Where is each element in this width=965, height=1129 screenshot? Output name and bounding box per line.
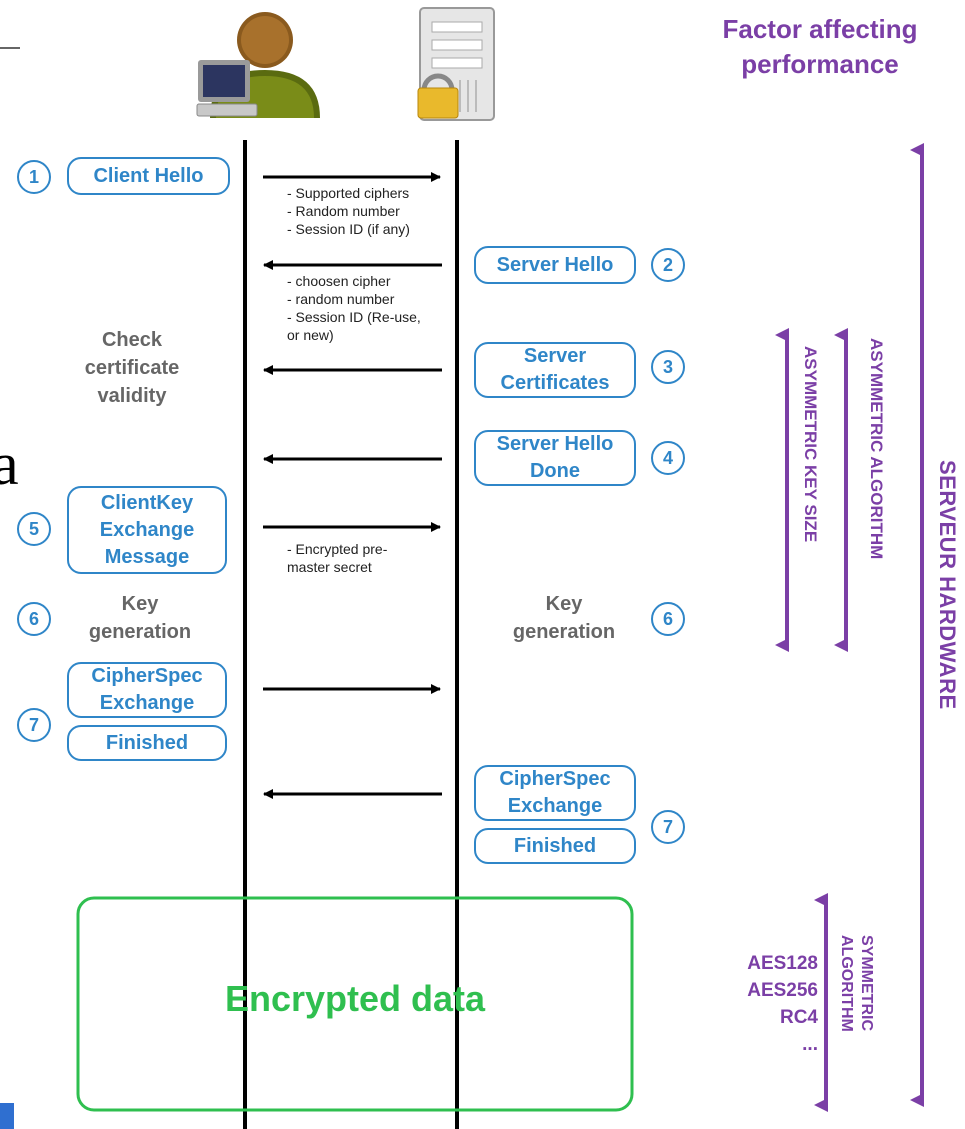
factor-title: Factor affecting performance — [722, 14, 918, 79]
sym-algorithm-label: SYMMETRIC ALGORITHM — [838, 935, 875, 1032]
step-6-server-badge: 6 — [651, 602, 685, 636]
step-2-badge: 2 — [651, 248, 685, 282]
step-6-client-badge: 6 — [17, 602, 51, 636]
client-key-generation-text: Key generation — [88, 593, 192, 643]
client-key-exchange-label: ClientKey Exchange Message — [67, 486, 227, 574]
check-certificate-text: Check certificate validity — [84, 329, 180, 407]
server-certificates-label: Server Certificates — [474, 342, 636, 398]
server-hello-done-label: Server Hello Done — [474, 430, 636, 486]
server-key-generation-text: Key generation — [512, 593, 616, 643]
server-finished-label: Finished — [474, 828, 636, 864]
encrypted-data-label: Encrypted data — [224, 978, 486, 1019]
asym-algorithm-label: ASYMMETRIC ALGORITHM — [867, 338, 886, 560]
cropped-letter: a — [0, 431, 19, 497]
server-icon — [417, 7, 495, 121]
client-hello-notes: - Supported ciphers - Random number - Se… — [287, 185, 410, 237]
sym-algorithm-list: AES128 AES256 RC4 ... — [747, 953, 818, 1055]
client-cipherspec-label: CipherSpec Exchange — [67, 662, 227, 718]
corner-square — [0, 1103, 14, 1129]
asym-key-size-label: ASYMMETRIC KEY SIZE — [801, 346, 820, 543]
step-4-badge: 4 — [651, 441, 685, 475]
server-hello-label: Server Hello — [474, 246, 636, 284]
client-key-notes: - Encrypted pre- master secret — [287, 541, 388, 575]
step-7-client-badge: 7 — [17, 708, 51, 742]
server-hello-notes: - choosen cipher - random number - Sessi… — [287, 273, 421, 343]
client-finished-label: Finished — [67, 725, 227, 761]
step-1-badge: 1 — [17, 160, 51, 194]
step-5-badge: 5 — [17, 512, 51, 546]
server-hardware-label: SERVEUR HARDWARE — [935, 460, 960, 710]
encrypted-box — [76, 896, 634, 1112]
step-3-badge: 3 — [651, 350, 685, 384]
client-icon — [196, 12, 320, 118]
server-cipherspec-label: CipherSpec Exchange — [474, 765, 636, 821]
client-hello-label: Client Hello — [67, 157, 230, 195]
step-7-server-badge: 7 — [651, 810, 685, 844]
